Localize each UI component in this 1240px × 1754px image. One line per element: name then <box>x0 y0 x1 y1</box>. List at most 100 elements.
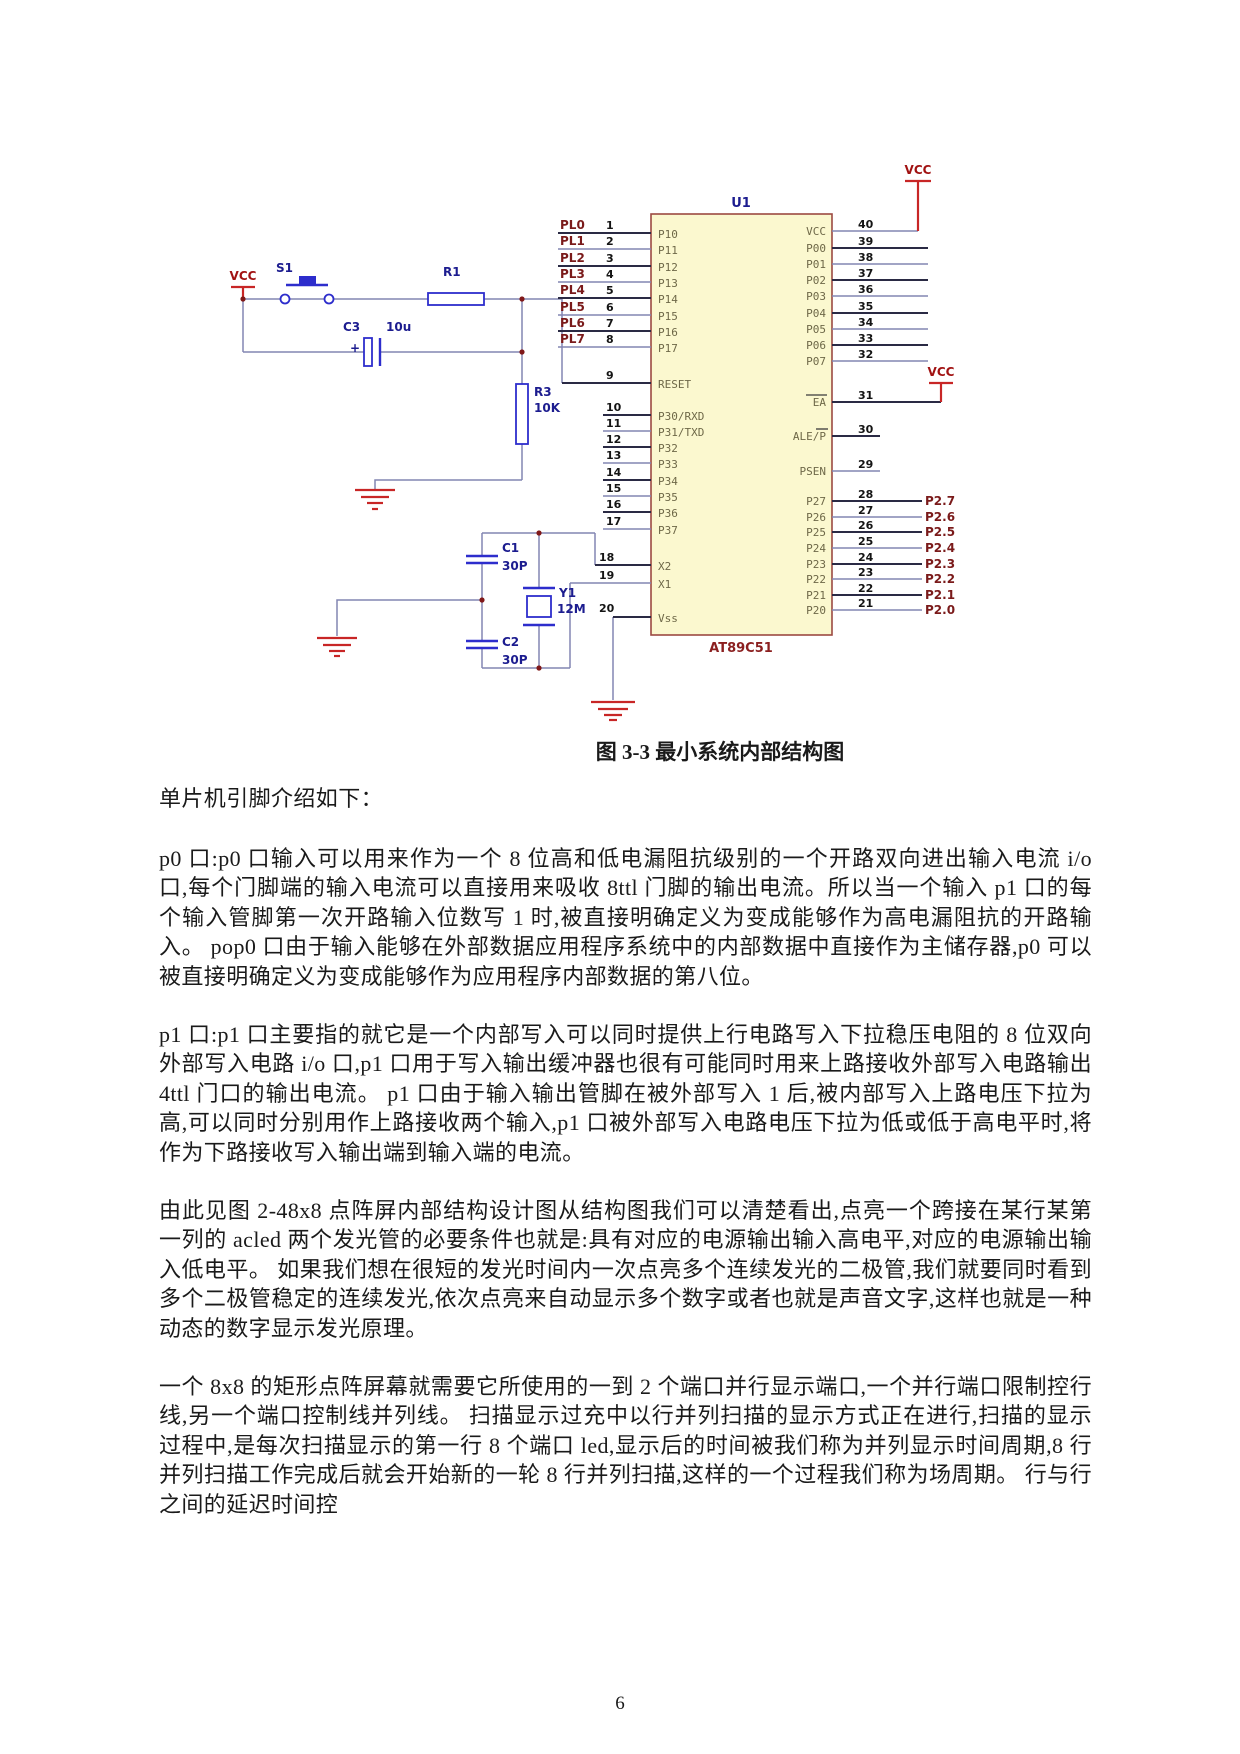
vcc-symbol-left: VCC <box>230 269 257 299</box>
pin-number: 33 <box>858 332 873 345</box>
pin-name: P11 <box>658 244 678 257</box>
pin-net-label: PL0 <box>560 218 585 232</box>
pin-number: 2 <box>606 235 614 248</box>
circuit-diagram: VCC S1 R1 C3 10u + R3 10K <box>230 163 955 722</box>
vcc-ea-label: VCC <box>928 365 955 379</box>
body-text: 单片机引脚介绍如下： p0 口:p0 口输入可以用来作为一个 8 位高和低电漏阻… <box>159 784 1092 1519</box>
y1-value: 12M <box>557 602 586 616</box>
resistor-r1: R1 <box>427 265 485 306</box>
junction-dots <box>240 296 542 671</box>
pin-name: Vss <box>658 612 678 625</box>
pins-right: 40 VCC 39 P00 38 P01 37 P02 36 P03 35 P0… <box>793 218 955 617</box>
pin-number: 11 <box>606 417 621 430</box>
r1-label: R1 <box>443 265 461 279</box>
pin-name: P33 <box>658 458 678 471</box>
c3-plus-sign: + <box>350 341 360 355</box>
c2-value: 30P <box>502 653 528 667</box>
pin-number: 31 <box>858 389 873 402</box>
pin-number: 21 <box>858 597 873 610</box>
pin-name-psen: PSEN <box>800 465 827 478</box>
capacitor-c1: C1 30P <box>466 541 528 573</box>
pin-name: P26 <box>806 511 826 524</box>
pin-number: 24 <box>858 551 874 564</box>
switch-s1: S1 <box>276 261 335 305</box>
pin-number: 17 <box>606 515 621 528</box>
c1-value: 30P <box>502 559 528 573</box>
r3-value: 10K <box>534 401 561 415</box>
pin-name: P05 <box>806 323 826 336</box>
pin-net-label: P2.7 <box>925 494 955 508</box>
pin-number: 6 <box>606 301 614 314</box>
pin-number: 12 <box>606 433 621 446</box>
pin-name: P34 <box>658 475 678 488</box>
pin-number: 1 <box>606 219 614 232</box>
pin-net-label: P2.4 <box>925 541 955 555</box>
pin-number: 27 <box>858 504 873 517</box>
pin-number: 4 <box>606 268 614 281</box>
pin-name: P35 <box>658 491 678 504</box>
pin-number: 9 <box>606 369 614 382</box>
pin-number: 37 <box>858 267 873 280</box>
pin-number: 39 <box>858 235 873 248</box>
chip-ref: U1 <box>731 196 751 211</box>
pin-net-label: PL1 <box>560 234 585 248</box>
vcc-left-label: VCC <box>230 269 257 283</box>
pin-net-label: PL4 <box>560 283 585 297</box>
capacitor-c3: C3 10u + <box>343 320 411 367</box>
pin-name: P00 <box>806 242 826 255</box>
paragraph-p0-port: p0 口:p0 口输入可以用来作为一个 8 位高和低电漏阻抗级别的一个开路双向进… <box>159 845 1092 989</box>
resistor-r3: R3 10K <box>515 383 561 445</box>
pin-net-label: P2.3 <box>925 557 955 571</box>
c3-ref: C3 <box>343 320 360 334</box>
y1-ref: Y1 <box>558 586 576 600</box>
pin-name: P27 <box>806 495 826 508</box>
pin-name: P22 <box>806 573 826 586</box>
pin-number: 28 <box>858 488 873 501</box>
pin-number: 38 <box>858 251 873 264</box>
pin-name: X1 <box>658 578 671 591</box>
paragraph-scan-display: 一个 8x8 的矩形点阵屏幕就需要它所使用的一到 2 个端口并行显示端口,一个并… <box>159 1373 1092 1517</box>
figure-caption: 图 3-3 最小系统内部结构图 <box>595 740 845 764</box>
pin-name: P16 <box>658 326 678 339</box>
s1-label: S1 <box>276 261 293 275</box>
pin-name: P14 <box>658 293 678 306</box>
pin-net-label: P2.5 <box>925 525 955 539</box>
vcc-symbol-top-right: VCC <box>905 163 932 231</box>
pin-net-label: P2.6 <box>925 510 955 524</box>
chip-body <box>650 213 833 636</box>
pin-number: 25 <box>858 535 873 548</box>
page-number: 6 <box>615 1693 625 1714</box>
pin-name: P12 <box>658 261 678 274</box>
pin-number: 32 <box>858 348 873 361</box>
pin-name: P13 <box>658 277 678 290</box>
pin-number: 35 <box>858 300 873 313</box>
capacitor-c2: C2 30P <box>466 635 528 667</box>
pin-number: 20 <box>599 602 615 615</box>
ground-symbol-reset <box>355 488 395 511</box>
pin-name: P06 <box>806 339 826 352</box>
pin-name: P36 <box>658 507 678 520</box>
pin-name: P02 <box>806 274 826 287</box>
pin-net-label: PL3 <box>560 267 585 281</box>
vcc-symbol-ea: VCC <box>928 365 955 402</box>
pin-name: P24 <box>806 542 826 555</box>
pins-port1: PL0 1 P10 PL1 2 P11 PL2 3 P12 PL3 4 P13 … <box>558 218 678 355</box>
pin-number: 15 <box>606 482 621 495</box>
r3-ref: R3 <box>534 385 552 399</box>
pin-number: 18 <box>599 551 614 564</box>
pin-net-label: PL2 <box>560 251 585 265</box>
pin-number: 23 <box>858 566 873 579</box>
pin-name: P03 <box>806 290 826 303</box>
pin-number: 8 <box>606 333 614 346</box>
paragraph-dot-matrix: 由此见图 2-48x8 点阵屏内部结构设计图从结构图我们可以清楚看出,点亮一个跨… <box>159 1197 1092 1341</box>
pin-number: 36 <box>858 283 874 296</box>
pin-reset: 9 RESET <box>562 369 691 391</box>
pin-name: P23 <box>806 558 826 571</box>
pin-name-ea: EA <box>813 396 827 409</box>
pin-net-label: P2.0 <box>925 603 955 617</box>
ground-symbol-vss <box>591 700 635 722</box>
chip-part-number: AT89C51 <box>709 641 773 656</box>
pin-name: P20 <box>806 604 826 617</box>
section-heading: 单片机引脚介绍如下： <box>159 786 384 811</box>
